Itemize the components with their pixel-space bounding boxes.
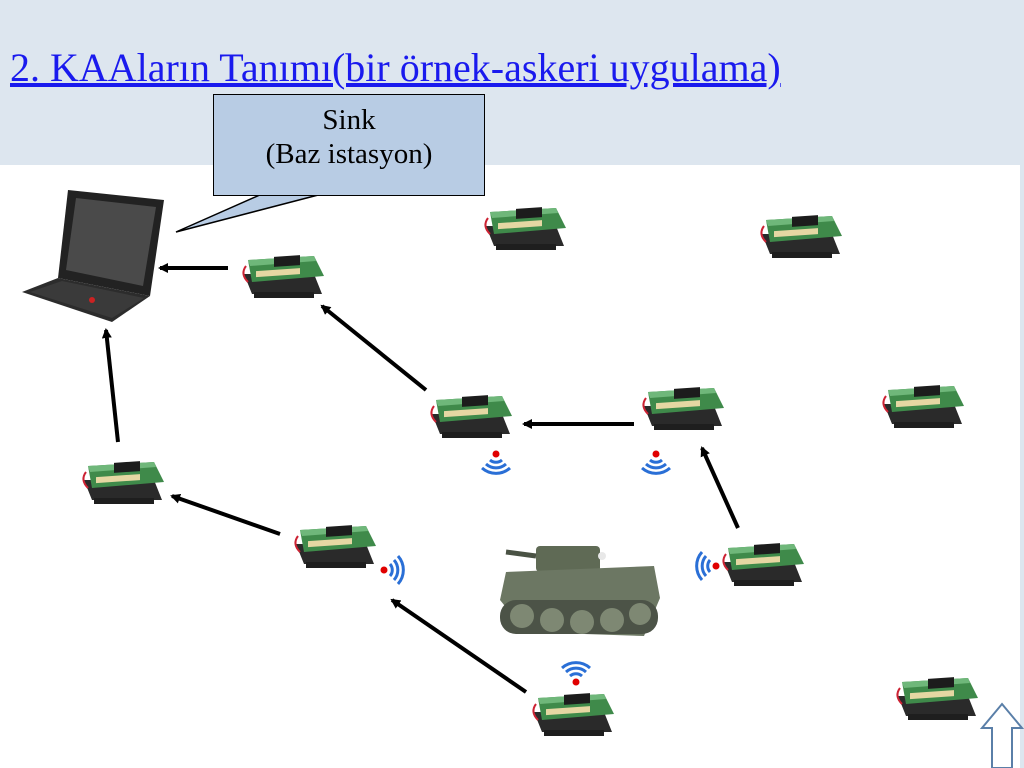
right-edge-strip — [1020, 165, 1024, 768]
header-band — [0, 0, 1024, 165]
signal-waves-icon — [560, 661, 592, 687]
sensor-node-icon — [722, 542, 805, 587]
signal-waves-icon — [379, 554, 405, 586]
sensor-node-icon — [82, 460, 165, 505]
callout-line-sink: Sink — [322, 104, 376, 136]
callout-pointer — [175, 193, 323, 233]
arrow — [170, 493, 281, 536]
up-arrow-icon[interactable] — [979, 702, 1024, 768]
sensor-node-icon — [242, 254, 325, 299]
sensor-node-icon — [430, 394, 513, 439]
sensor-node-icon — [484, 206, 567, 251]
sensor-node-icon — [294, 524, 377, 569]
signal-waves-icon — [480, 449, 512, 475]
callout-line-base-station: (Baz istasyon) — [265, 138, 433, 170]
sink-callout: Sink (Baz istasyon) — [213, 94, 485, 196]
sensor-node-icon — [532, 692, 615, 737]
tank-icon — [500, 546, 660, 636]
sensor-node-icon — [760, 214, 843, 259]
arrow — [320, 304, 428, 392]
slide-title: 2. KAAların Tanımı(bir örnek-askeri uygu… — [10, 45, 781, 90]
sensor-node-icon — [642, 386, 725, 431]
arrow — [700, 446, 740, 529]
arrow — [390, 598, 528, 694]
sensor-node-icon — [882, 384, 965, 429]
signal-waves-icon — [695, 550, 721, 582]
signal-waves-icon — [640, 449, 672, 475]
laptop-sink-icon — [22, 190, 164, 322]
arrow — [101, 328, 120, 443]
sensor-node-icon — [896, 676, 979, 721]
